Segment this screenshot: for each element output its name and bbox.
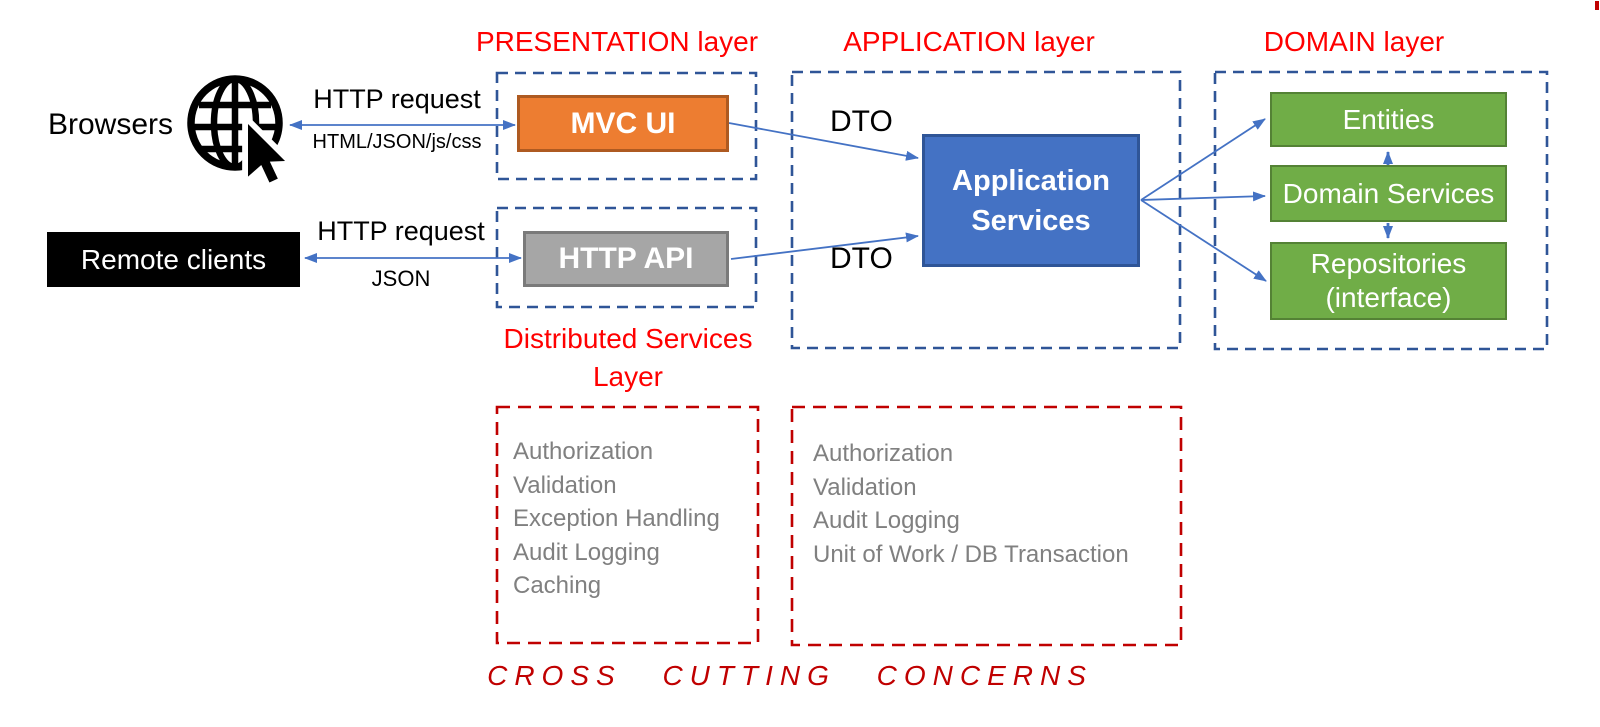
distributed-title-line2: Layer <box>592 361 664 392</box>
arrow-appservices-repositories <box>1140 199 1267 282</box>
cross-cutting-footer: CROSS CUTTING CONCERNS <box>487 660 1093 691</box>
dto-bottom-label: DTO <box>830 242 893 275</box>
domain-services-node: Domain Services <box>1270 165 1507 222</box>
arrow-appservices-entities <box>1140 118 1266 201</box>
cursor-icon <box>242 118 291 184</box>
application-services-label-line1: Application <box>952 164 1110 197</box>
dto-top-label: DTO <box>830 105 893 138</box>
list-item: Audit Logging <box>513 538 660 566</box>
list-item: Exception Handling <box>513 505 720 532</box>
list-item: Validation <box>513 471 617 499</box>
remote-arrow-bottom-label: JSON <box>371 266 431 291</box>
presentation-layer-title: PRESENTATION layer <box>475 26 759 57</box>
cross-cutting-left-list: Authorization Validation Exception Handl… <box>513 435 720 603</box>
mvc-ui-node: MVC UI <box>517 95 729 152</box>
arrow-appservices-domainservices <box>1140 191 1266 202</box>
distributed-services-layer-title: Distributed Services Layer <box>477 320 779 396</box>
list-item: Validation <box>813 473 917 501</box>
list-item: Caching <box>513 572 602 599</box>
domain-layer-title: DOMAIN layer <box>1263 26 1445 57</box>
list-item: Unit of Work / DB Transaction <box>813 540 1129 568</box>
application-services-label-line2: Services <box>971 204 1091 237</box>
repositories-label-line1: Repositories <box>1310 248 1467 279</box>
repositories-node: Repositories (interface) <box>1270 242 1507 320</box>
artifact-dot <box>1595 1 1599 10</box>
remote-arrow-top-label: HTTP request <box>317 216 485 246</box>
application-services-node: Application Services <box>922 134 1140 267</box>
http-api-node: HTTP API <box>523 231 729 287</box>
globe-with-cursor-icon <box>187 75 291 184</box>
http-api-label: HTTP API <box>558 242 694 275</box>
domain-services-label: Domain Services <box>1282 177 1495 209</box>
repositories-label-line2: (interface) <box>1325 282 1452 313</box>
entities-label: Entities <box>1342 103 1435 135</box>
cross-cutting-right-list: Authorization Validation Audit Logging U… <box>813 437 1129 571</box>
remote-clients-label: Remote clients <box>80 243 267 275</box>
list-item: Authorization <box>513 438 654 465</box>
entities-node: Entities <box>1270 92 1507 147</box>
browsers-label: Browsers <box>48 108 174 141</box>
browser-arrow-bottom-label: HTML/JSON/js/css <box>312 131 482 153</box>
list-item: Authorization <box>813 440 954 467</box>
mvc-ui-label: MVC UI <box>570 106 676 140</box>
browser-arrow-top-label: HTTP request <box>313 84 481 114</box>
remote-clients-node: Remote clients <box>47 232 300 287</box>
list-item: Audit Logging <box>813 507 960 534</box>
application-layer-title: APPLICATION layer <box>843 26 1095 57</box>
distributed-title-line1: Distributed Services <box>503 323 753 354</box>
